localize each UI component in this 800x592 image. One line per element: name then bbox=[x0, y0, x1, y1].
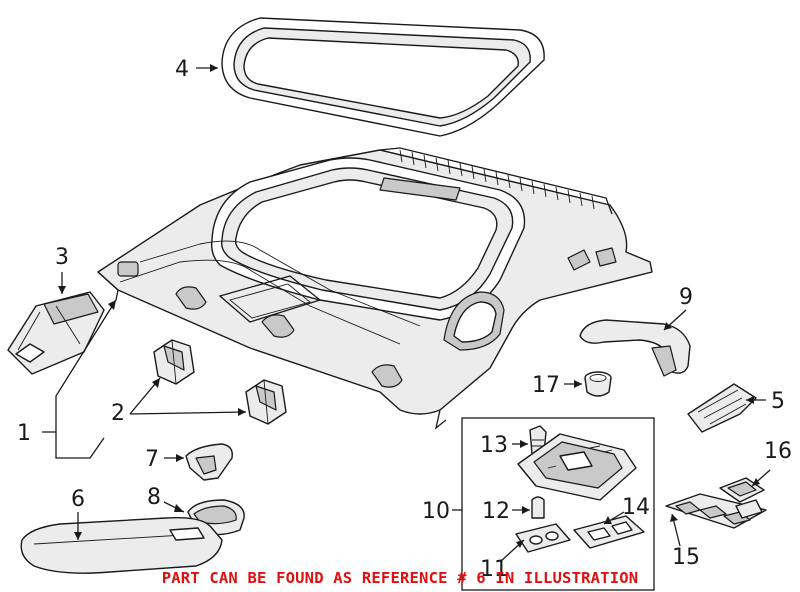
part-10-group-box bbox=[461, 417, 655, 591]
callout-6: 6 bbox=[71, 487, 85, 512]
part-3-console bbox=[7, 291, 105, 375]
part-1-headliner bbox=[97, 147, 653, 430]
reference-note: PART CAN BE FOUND AS REFERENCE # 6 IN IL… bbox=[162, 569, 639, 587]
callout-16: 16 bbox=[764, 439, 792, 464]
part-14-lens bbox=[573, 515, 645, 549]
leader-lines bbox=[42, 64, 771, 563]
part-6-sun-visor bbox=[20, 516, 223, 574]
callout-12: 12 bbox=[482, 499, 510, 524]
callout-11: 11 bbox=[480, 557, 508, 582]
callout-13: 13 bbox=[480, 433, 508, 458]
callout-3: 3 bbox=[55, 245, 69, 270]
part-12-bulb bbox=[531, 496, 545, 519]
part-4-sunroof-seal bbox=[221, 17, 545, 137]
part-15-switch-panel bbox=[665, 493, 767, 529]
part-10-dome-light bbox=[517, 433, 637, 501]
callout-10: 10 bbox=[422, 499, 450, 524]
callout-2: 2 bbox=[111, 401, 125, 426]
callout-14: 14 bbox=[622, 495, 650, 520]
callout-5: 5 bbox=[771, 389, 785, 414]
callout-1: 1 bbox=[17, 421, 31, 446]
part-9-grab-handle bbox=[579, 319, 691, 377]
callout-8: 8 bbox=[147, 485, 161, 510]
part-11-lens bbox=[515, 523, 571, 553]
part-7-hook bbox=[185, 443, 233, 481]
part-17-plug bbox=[584, 371, 612, 397]
part-2-clip-upper bbox=[153, 339, 195, 385]
part-16-switch bbox=[719, 477, 765, 519]
callout-7: 7 bbox=[145, 447, 159, 472]
callout-9: 9 bbox=[679, 285, 693, 310]
callout-15: 15 bbox=[672, 545, 700, 570]
callout-17: 17 bbox=[532, 373, 560, 398]
callout-4: 4 bbox=[175, 57, 189, 82]
part-2-clip-lower bbox=[245, 379, 287, 425]
part-5-bracket bbox=[687, 383, 757, 433]
